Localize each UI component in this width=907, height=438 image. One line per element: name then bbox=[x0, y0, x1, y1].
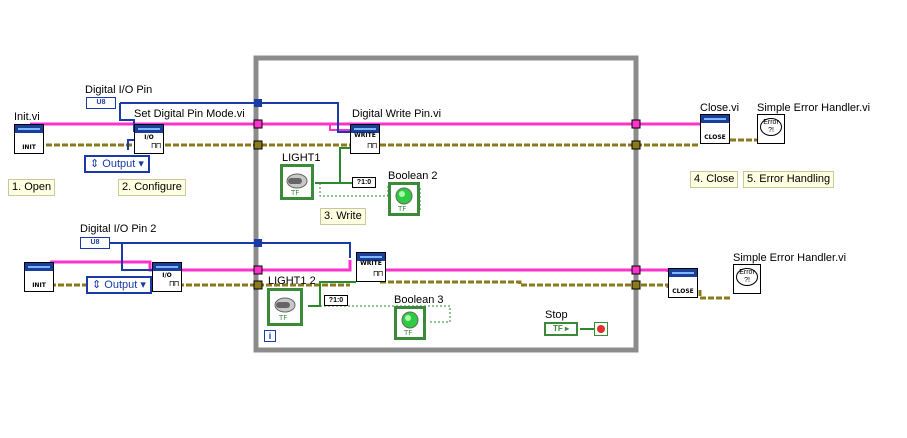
svg-text:TF: TF bbox=[278, 314, 287, 322]
boolean3-indicator: TF bbox=[394, 306, 426, 340]
bool-to-int-node-1[interactable]: ?1:0 bbox=[352, 177, 376, 188]
iteration-terminal: i bbox=[264, 330, 276, 342]
led-icon: TF bbox=[395, 187, 413, 213]
svg-text:TF: TF bbox=[403, 329, 412, 337]
error-glyph-icon: Error?! bbox=[760, 118, 782, 136]
output-mode-ring-1[interactable]: ⇕ Output ▾ bbox=[84, 155, 150, 173]
note-write: 3. Write bbox=[320, 208, 366, 225]
error-handler-icon-1[interactable]: Error?! bbox=[757, 114, 785, 144]
light12-terminal[interactable]: TF bbox=[267, 288, 303, 326]
tunnel bbox=[253, 119, 263, 129]
boolean3-label: Boolean 3 bbox=[394, 294, 444, 306]
error-handler-label-1: Simple Error Handler.vi bbox=[757, 102, 871, 114]
tunnel bbox=[254, 239, 262, 247]
init-vi-icon[interactable]: INIT bbox=[14, 124, 44, 154]
note-error-handling: 5. Error Handling bbox=[743, 171, 835, 188]
ring-arrows-icon: ⇕ bbox=[90, 158, 100, 170]
error-glyph-icon: Error?! bbox=[736, 268, 758, 286]
close-vi-icon-2[interactable]: CLOSE bbox=[668, 268, 698, 298]
digital-write-label: Digital Write Pin.vi bbox=[352, 108, 442, 120]
tunnel bbox=[631, 265, 641, 275]
note-configure: 2. Configure bbox=[118, 179, 186, 196]
while-loop-border bbox=[253, 55, 639, 353]
close-vi-label: Close.vi bbox=[700, 102, 740, 114]
digital-write-vi-icon[interactable]: WRITE⊓⊓ bbox=[350, 124, 380, 154]
light12-label: LIGHT1 2 bbox=[268, 275, 316, 287]
set-pin-mode-label: Set Digital Pin Mode.vi bbox=[134, 108, 245, 120]
stop-button-terminal[interactable]: TF ▸ bbox=[544, 322, 578, 336]
ring-arrows-icon: ⇕ bbox=[92, 279, 102, 291]
bool-to-int-node-2[interactable]: ?1:0 bbox=[324, 295, 348, 306]
stop-label: Stop bbox=[545, 309, 568, 321]
pin-wire-top bbox=[120, 102, 352, 133]
error-handler-label-2: Simple Error Handler.vi bbox=[733, 252, 847, 264]
tunnel bbox=[631, 140, 641, 150]
error-handler-icon-2[interactable]: Error?! bbox=[733, 264, 761, 294]
bool-wire-top-dotted bbox=[319, 183, 388, 197]
note-close: 4. Close bbox=[690, 171, 739, 188]
bool-wire-top bbox=[315, 147, 352, 184]
pin1-constant[interactable]: U8 bbox=[86, 97, 116, 109]
light1-terminal[interactable]: TF bbox=[280, 164, 314, 200]
tunnel bbox=[253, 140, 263, 150]
led-icon: TF bbox=[401, 311, 419, 337]
pin2-constant[interactable]: U8 bbox=[80, 237, 110, 249]
toggle-switch-icon: TF bbox=[286, 173, 308, 197]
init-vi-label: Init.vi bbox=[14, 111, 40, 123]
light1-label: LIGHT1 bbox=[282, 152, 321, 164]
pink-wire-top-write bbox=[258, 123, 352, 131]
stop-circle-icon bbox=[597, 325, 605, 333]
tunnel bbox=[254, 99, 262, 107]
boolean2-indicator: TF bbox=[388, 182, 420, 216]
tunnel bbox=[253, 265, 263, 275]
output-mode-ring-2[interactable]: ⇕ Output ▾ bbox=[86, 276, 152, 294]
pin1-label: Digital I/O Pin bbox=[85, 84, 153, 96]
chevron-down-icon: ▾ bbox=[140, 279, 146, 291]
svg-text:TF: TF bbox=[397, 205, 406, 213]
tunnel bbox=[631, 280, 641, 290]
boolean2-label: Boolean 2 bbox=[388, 170, 438, 182]
tunnel bbox=[631, 119, 641, 129]
close-vi-icon[interactable]: CLOSE bbox=[700, 114, 730, 144]
loop-condition-terminal[interactable] bbox=[594, 322, 608, 336]
svg-text:TF: TF bbox=[290, 189, 299, 197]
note-open: 1. Open bbox=[8, 179, 56, 196]
pin-wire-bottom bbox=[110, 242, 351, 258]
tunnel bbox=[253, 280, 263, 290]
pin-wire-top-mode bbox=[119, 103, 135, 132]
set-pin-mode-vi-icon-2[interactable]: I/O⊓⊓ bbox=[152, 262, 182, 292]
pin-wire-bottom-mode bbox=[121, 243, 156, 271]
toggle-switch-icon: TF bbox=[274, 297, 296, 322]
pin2-label: Digital I/O Pin 2 bbox=[80, 223, 157, 235]
digital-write-vi-icon-2[interactable]: WRITE⊓⊓ bbox=[356, 252, 386, 282]
init-vi-icon-2[interactable]: INIT bbox=[24, 262, 54, 292]
chevron-down-icon: ▾ bbox=[138, 158, 144, 170]
set-pin-mode-vi-icon[interactable]: I/O⊓⊓ bbox=[134, 124, 164, 154]
